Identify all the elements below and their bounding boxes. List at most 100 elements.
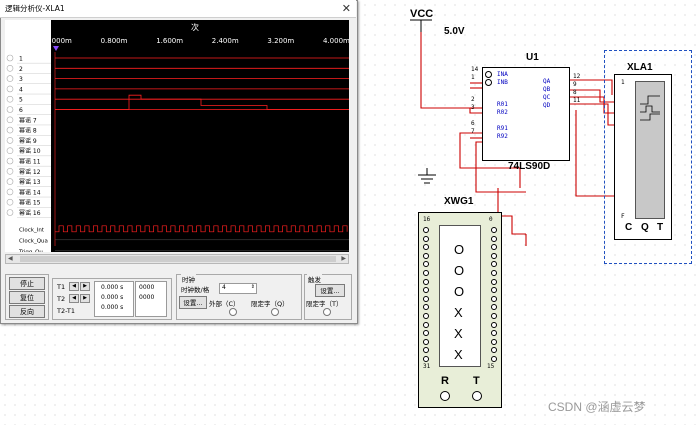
channel-enable-radio-4[interactable] xyxy=(6,85,14,93)
t2-label: T2 xyxy=(57,295,66,303)
chip-pin-name-r01: R01 xyxy=(497,101,508,108)
clock-settings-button[interactable]: 设置... xyxy=(179,296,207,309)
xwg1-left-pin-0[interactable] xyxy=(423,227,429,233)
xwg1-left-pin-15[interactable] xyxy=(423,356,429,362)
channel-enable-radio-3[interactable] xyxy=(6,75,14,82)
channel-enable-radio-9[interactable] xyxy=(6,137,14,144)
external-radio[interactable] xyxy=(229,308,237,316)
xwg1-left-pin-2[interactable] xyxy=(423,244,429,251)
xwg1-left-pin-1[interactable] xyxy=(423,235,429,242)
xwg1-left-pin-12[interactable] xyxy=(423,330,429,337)
xwg1-right-pin-12[interactable] xyxy=(491,330,497,337)
channel-enable-radio-15[interactable] xyxy=(6,198,14,206)
xwg1-left-pins xyxy=(421,227,431,367)
xwg1-r-terminal[interactable] xyxy=(440,391,450,401)
trigger-qualifier-label: 限定字（T） xyxy=(306,300,343,308)
xwg1-right-pin-10[interactable] xyxy=(491,313,497,319)
xwg1-pin-15: 15 xyxy=(487,363,495,370)
qualifier-radio[interactable] xyxy=(271,308,279,316)
xwg1-left-pin-8[interactable] xyxy=(423,295,429,302)
channel-enable-radio-13[interactable] xyxy=(6,178,14,185)
channel-enable-radio-8[interactable] xyxy=(6,126,14,134)
xwg1-right-pin-7[interactable] xyxy=(491,287,497,294)
reset-button[interactable]: 复位 xyxy=(9,291,45,304)
cursor-value-field: 0000 0000 xyxy=(135,281,167,317)
channel-label-9: 幂谣 9 xyxy=(19,138,37,145)
clock-label-0: Clock_Int xyxy=(19,227,45,233)
xwg1-left-pin-10[interactable] xyxy=(423,313,429,319)
xwg1-left-pin-4[interactable] xyxy=(423,261,429,268)
spinner-icon[interactable]: ⇕ xyxy=(250,284,255,290)
xla1-ref: XLA1 xyxy=(627,62,653,73)
xwg1-right-pin-0[interactable] xyxy=(491,227,497,233)
xwg1-right-pin-2[interactable] xyxy=(491,244,497,251)
channel-enable-radio-5[interactable] xyxy=(6,95,14,103)
scroll-left-icon[interactable]: ◀ xyxy=(8,255,13,262)
trigger-qualifier-radio[interactable] xyxy=(323,308,331,316)
xwg1-right-pin-15[interactable] xyxy=(491,356,497,362)
clock-per-div-input[interactable]: 4 ⇕ xyxy=(219,283,257,294)
run-controls-panel: 停止 复位 反向 xyxy=(5,274,49,320)
reverse-button[interactable]: 反向 xyxy=(9,305,45,318)
channel-enable-radio-12[interactable] xyxy=(6,168,14,175)
t1-right-arrow[interactable]: ▶ xyxy=(80,282,90,291)
xwg1-right-pin-9[interactable] xyxy=(491,304,497,311)
xwg1-right-pins xyxy=(489,227,499,367)
xwg1-right-pin-4[interactable] xyxy=(491,261,497,268)
close-icon[interactable]: ✕ xyxy=(341,2,351,15)
stop-button[interactable]: 停止 xyxy=(9,277,45,290)
xwg1-right-pin-6[interactable] xyxy=(491,278,497,285)
xwg1-t-terminal[interactable] xyxy=(472,391,482,401)
xwg1-right-pin-3[interactable] xyxy=(491,252,497,259)
channel-enable-radio-2[interactable] xyxy=(6,64,14,72)
xwg1-right-pin-13[interactable] xyxy=(491,338,497,345)
chip-pin-name-qb: QB xyxy=(543,86,551,93)
channel-enable-radio-10[interactable] xyxy=(6,147,14,154)
xwg1-right-pin-14[interactable] xyxy=(491,347,497,354)
xla1-instrument[interactable]: 1 F C Q T xyxy=(614,74,672,240)
cursor-marker xyxy=(53,46,59,51)
window-title: 逻辑分析仪-XLA1 xyxy=(5,4,65,13)
clock-waveform xyxy=(55,225,348,233)
xwg1-left-pin-9[interactable] xyxy=(423,304,429,311)
xwg1-left-pin-3[interactable] xyxy=(423,252,429,259)
t1-left-arrow[interactable]: ◀ xyxy=(69,282,79,291)
vcc-label: VCC xyxy=(410,8,434,20)
inverter-bubble-icon xyxy=(485,79,492,86)
xwg1-pattern-char-0: O xyxy=(454,242,465,257)
xwg1-left-pin-5[interactable] xyxy=(423,270,429,276)
t1-value: 0000 xyxy=(139,284,155,291)
xwg1-left-pin-7[interactable] xyxy=(423,287,429,294)
external-label: 外部（C） xyxy=(209,300,240,308)
xwg1-right-pin-1[interactable] xyxy=(491,235,497,242)
channel-enable-radio-16[interactable] xyxy=(6,209,14,216)
scroll-right-icon[interactable]: ▶ xyxy=(341,255,346,262)
channel-label-12: 幂谣 12 xyxy=(19,169,41,176)
channel-label-3: 3 xyxy=(19,76,23,83)
channel-enable-radio-7[interactable] xyxy=(6,116,14,124)
t2-right-arrow[interactable]: ▶ xyxy=(80,294,90,303)
xwg1-left-pin-11[interactable] xyxy=(423,321,429,328)
xwg1-left-pin-14[interactable] xyxy=(423,347,429,354)
channel-enable-radio-6[interactable] xyxy=(6,106,14,113)
horizontal-scrollbar[interactable]: ◀ ▶ xyxy=(5,254,349,264)
xwg1-pattern-char-4: X xyxy=(454,326,463,341)
channel-label-4: 4 xyxy=(19,86,23,93)
xwg1-right-pin-5[interactable] xyxy=(491,270,497,276)
xla1-pin-f: F xyxy=(621,213,625,220)
channel-enable-radio-11[interactable] xyxy=(6,157,14,165)
xwg1-right-pin-11[interactable] xyxy=(491,321,497,328)
channel-enable-radio-1[interactable] xyxy=(6,54,14,62)
clock-panel: 时钟 时钟数/格 4 ⇕ 设置... 外部（C） 限定字（Q） xyxy=(176,274,302,320)
time-tick-5: 4.000m xyxy=(323,37,349,45)
xwg1-ref: XWG1 xyxy=(444,196,474,207)
xwg1-left-pin-6[interactable] xyxy=(423,278,429,285)
channel-enable-radio-14[interactable] xyxy=(6,188,14,196)
t2-left-arrow[interactable]: ◀ xyxy=(69,294,79,303)
xwg1-left-pin-13[interactable] xyxy=(423,338,429,345)
scroll-thumb[interactable] xyxy=(20,256,336,262)
trigger-settings-button[interactable]: 设置... xyxy=(315,284,345,297)
xwg1-right-pin-8[interactable] xyxy=(491,295,497,302)
